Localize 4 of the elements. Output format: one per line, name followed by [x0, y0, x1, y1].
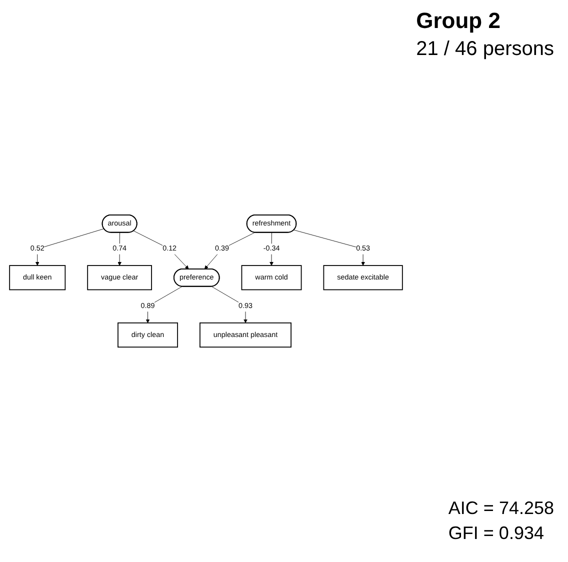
- fit-statistic-label: GFI = 0.934: [448, 523, 545, 544]
- group-size-label: 21 / 46 persons: [416, 38, 554, 61]
- fit-statistic-label: AIC = 74.258: [448, 498, 554, 519]
- diagram-title: Group 2: [416, 8, 502, 34]
